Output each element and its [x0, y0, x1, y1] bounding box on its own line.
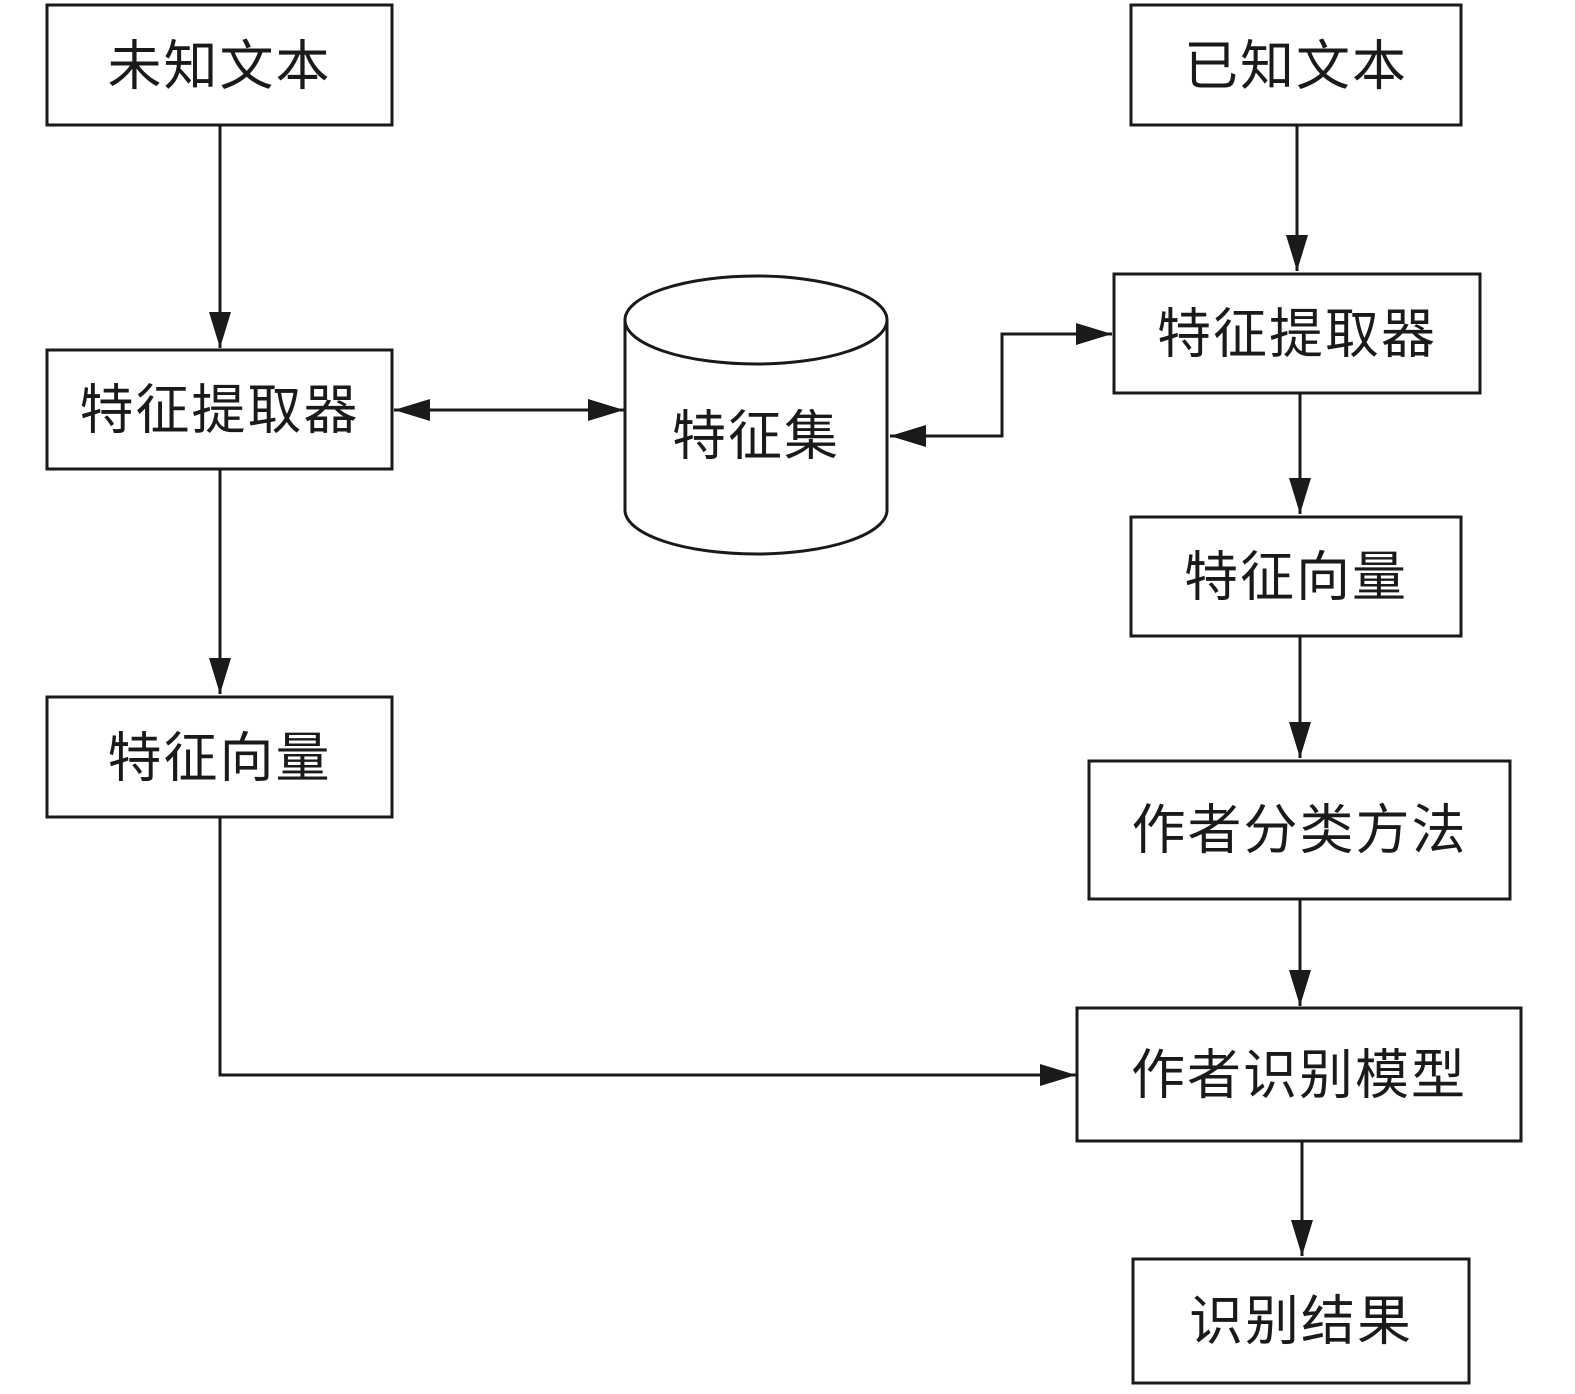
node-author-identification-model: 作者识别模型: [1075, 1006, 1523, 1143]
node-right-feature-vector: 特征向量: [1129, 515, 1463, 638]
connectors: [209, 126, 1313, 1256]
node-known-text: 已知文本: [1129, 3, 1463, 127]
edge-right-extractor-feature-set: [890, 323, 1112, 447]
node-feature-set: 特征集: [623, 274, 889, 556]
feature-set-cylinder-body: [623, 320, 889, 556]
identification-result-label: 识别结果: [1189, 1290, 1413, 1353]
node-identification-result: 识别结果: [1131, 1257, 1471, 1385]
author-identification-model-label: 作者识别模型: [1131, 1044, 1467, 1107]
node-right-feature-extractor: 特征提取器: [1112, 272, 1482, 395]
node-author-classification-method: 作者分类方法: [1087, 759, 1512, 901]
right-feature-vector-label: 特征向量: [1184, 546, 1408, 609]
unknown-text-label: 未知文本: [108, 35, 332, 98]
node-left-feature-vector: 特征向量: [45, 695, 394, 819]
right-feature-extractor-label: 特征提取器: [1157, 303, 1437, 366]
author-classification-method-label: 作者分类方法: [1132, 799, 1468, 862]
node-left-feature-extractor: 特征提取器: [45, 348, 394, 471]
edge-left-vector-to-model: [218, 818, 1076, 1086]
feature-set-cylinder-top: [623, 274, 889, 366]
feature-set-label: 特征集: [672, 405, 840, 468]
left-feature-vector-label: 特征向量: [108, 727, 332, 790]
known-text-label: 已知文本: [1184, 35, 1408, 98]
node-unknown-text: 未知文本: [45, 3, 394, 127]
left-feature-extractor-label: 特征提取器: [80, 379, 360, 442]
